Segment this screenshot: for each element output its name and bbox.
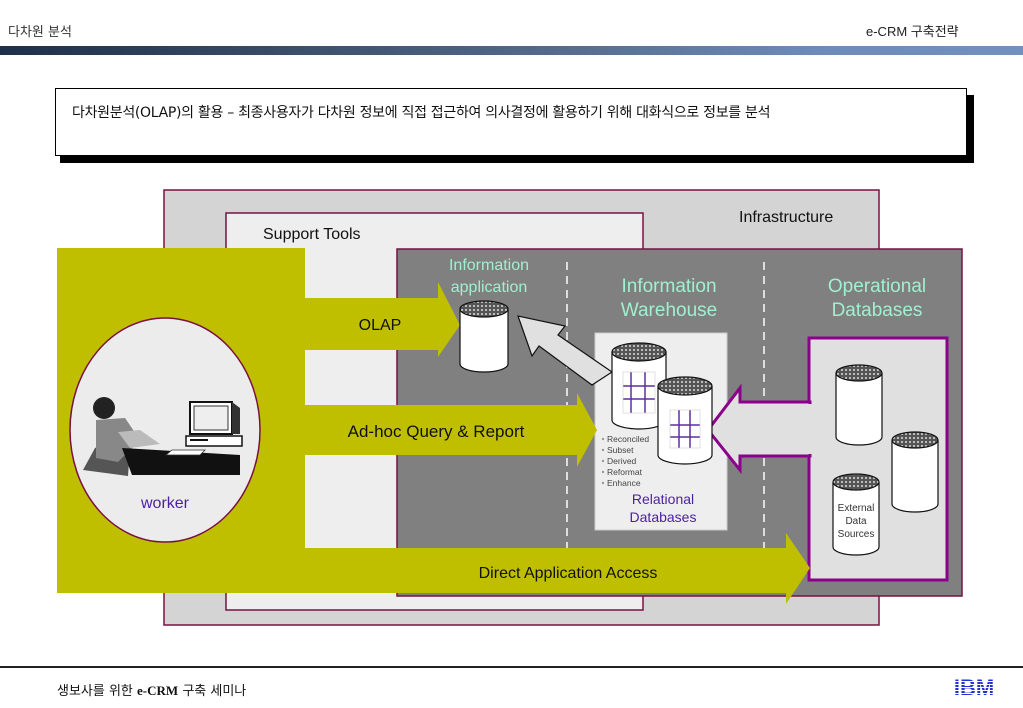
callout-box: 다차원분석(OLAP)의 활용 – 최종사용자가 다차원 정보에 직접 접근하여…: [55, 88, 967, 156]
olap-arrow: [305, 282, 460, 357]
arrow-joint: [806, 404, 812, 454]
summarize-arrow: [517, 315, 614, 386]
infrastructure-label: Infrastructure: [739, 209, 833, 226]
footer-text: 생보사를 위한 e-CRM 구축 세미나: [57, 680, 246, 699]
worker-at-computer-icon: [83, 397, 243, 476]
adhoc-arrow-label: Ad-hoc Query & Report: [348, 422, 525, 441]
ibm-logo-text: IBM: [954, 676, 994, 698]
bullet-item: Reconciled: [607, 434, 649, 444]
support-tools-label: Support Tools: [263, 226, 361, 243]
olap-arrow-label: OLAP: [359, 317, 402, 334]
bullet-item: Enhance: [607, 478, 641, 488]
ibm-logo: IBM: [954, 676, 994, 698]
section-title: 다차원 분석: [8, 25, 72, 40]
footer-text-suffix: 구축 세미나: [178, 684, 247, 699]
relational-label-1: Relational: [632, 491, 694, 507]
operational-db-icon: [891, 431, 939, 513]
footer-text-prefix: 생보사를 위한: [57, 684, 138, 699]
info-application-heading-1: Information: [449, 257, 529, 274]
direct-access-arrow: [57, 533, 810, 604]
direct-access-arrow-label: Direct Application Access: [479, 565, 658, 582]
warehouse-db-icon: [657, 376, 713, 465]
bullet-item: Derived: [607, 456, 637, 466]
external-label-3: Sources: [838, 529, 875, 540]
operational-db-heading-2: Databases: [832, 300, 923, 321]
external-label-2: Data: [845, 516, 867, 527]
operational-db-heading-1: Operational: [828, 276, 926, 297]
header-gradient-bar: [0, 46, 1023, 55]
deck-title: e-CRM 구축전략: [866, 24, 959, 39]
info-application-db-icon: [459, 300, 509, 373]
footer-text-bold: e-CRM: [137, 683, 179, 698]
callout-text: 다차원분석(OLAP)의 활용 – 최종사용자가 다차원 정보에 직접 접근하여…: [72, 105, 771, 121]
operational-db-icon: [835, 364, 883, 446]
worker-label: worker: [140, 495, 190, 512]
warehouse-bullet-list: Reconciled Subset Derived Reformat Enhan…: [601, 434, 649, 488]
footer-divider: [0, 666, 1023, 668]
info-warehouse-heading-2: Warehouse: [621, 300, 717, 321]
warehouse-db-icon: [611, 342, 667, 430]
adhoc-arrow: [305, 393, 597, 467]
worker-ellipse: [69, 317, 261, 543]
info-warehouse-heading-1: Information: [621, 276, 716, 297]
bullet-item: Subset: [607, 445, 634, 455]
extract-arrow: [706, 383, 812, 475]
external-data-sources-icon: [832, 473, 880, 556]
bullet-item: Reformat: [607, 467, 643, 477]
relational-label-2: Databases: [630, 509, 697, 525]
external-label-1: External: [838, 503, 875, 514]
info-application-heading-2: application: [451, 279, 528, 296]
